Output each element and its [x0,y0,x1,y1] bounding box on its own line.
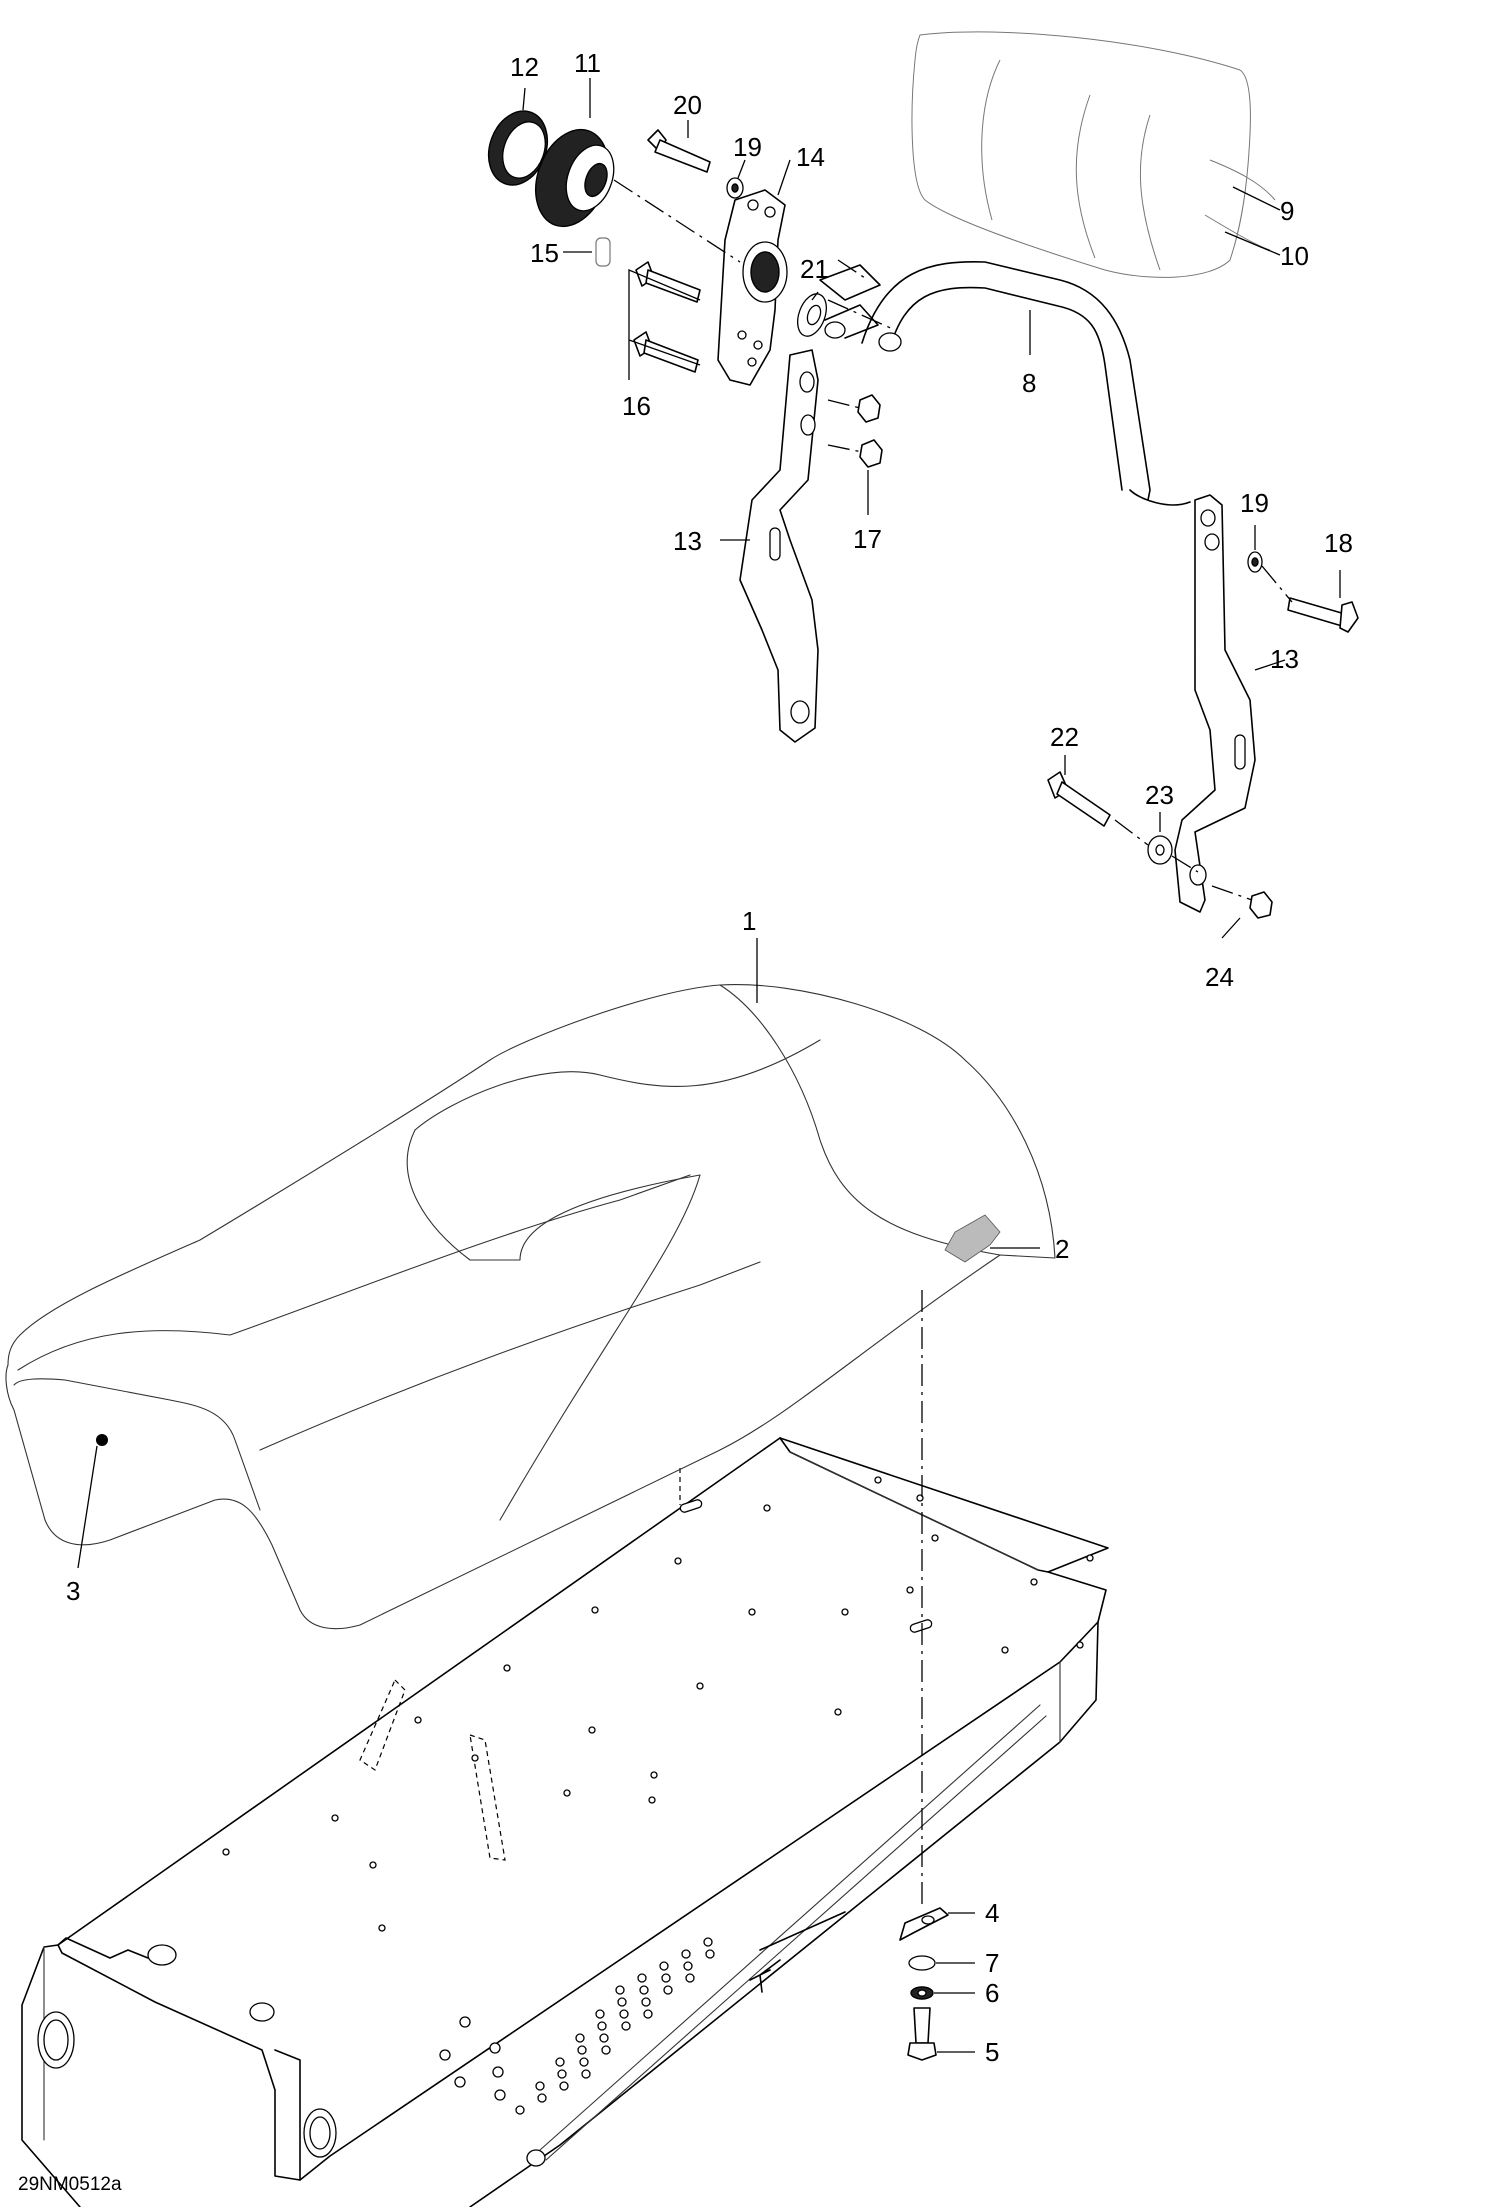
callout-11: 11 [574,48,601,78]
callout-labels: 1 2 3 4 5 6 7 8 9 10 11 12 13 13 14 15 1… [18,48,1353,2195]
callout-19-top: 19 [733,132,762,162]
callout-9: 9 [1280,196,1294,226]
callout-5: 5 [985,2037,999,2067]
bolt-20 [647,129,711,173]
callout-13-right: 13 [1270,644,1299,674]
bolts-16 [633,261,701,373]
callout-16: 16 [622,391,651,421]
callout-10: 10 [1280,241,1309,271]
backrest-assembly [487,31,1359,2061]
callout-24: 24 [1205,962,1234,992]
callout-12: 12 [510,52,539,82]
callout-15: 15 [530,238,559,268]
seat-cushion [5,983,1056,1630]
leader-lines [77,78,1341,2053]
callout-6: 6 [985,1978,999,2008]
callout-1: 1 [742,906,756,936]
callout-13-left: 13 [673,526,702,556]
callout-14: 14 [796,142,825,172]
side-wall-holes [439,1937,715,2115]
callout-4: 4 [985,1898,999,1928]
callout-3: 3 [66,1576,80,1606]
callout-7: 7 [985,1948,999,1978]
callout-8: 8 [1022,368,1036,398]
callout-20: 20 [673,90,702,120]
callout-23: 23 [1145,780,1174,810]
callout-17: 17 [853,524,882,554]
callout-19-right: 19 [1240,488,1269,518]
callout-22: 22 [1050,722,1079,752]
seat-base-pan [21,1437,1109,2207]
callout-21: 21 [800,254,829,284]
center-lines [613,179,1293,1905]
drawing-id: 29NM0512a [18,2174,122,2195]
callout-2: 2 [1055,1234,1069,1264]
pan-holes [222,1476,1094,1932]
callout-18: 18 [1324,528,1353,558]
